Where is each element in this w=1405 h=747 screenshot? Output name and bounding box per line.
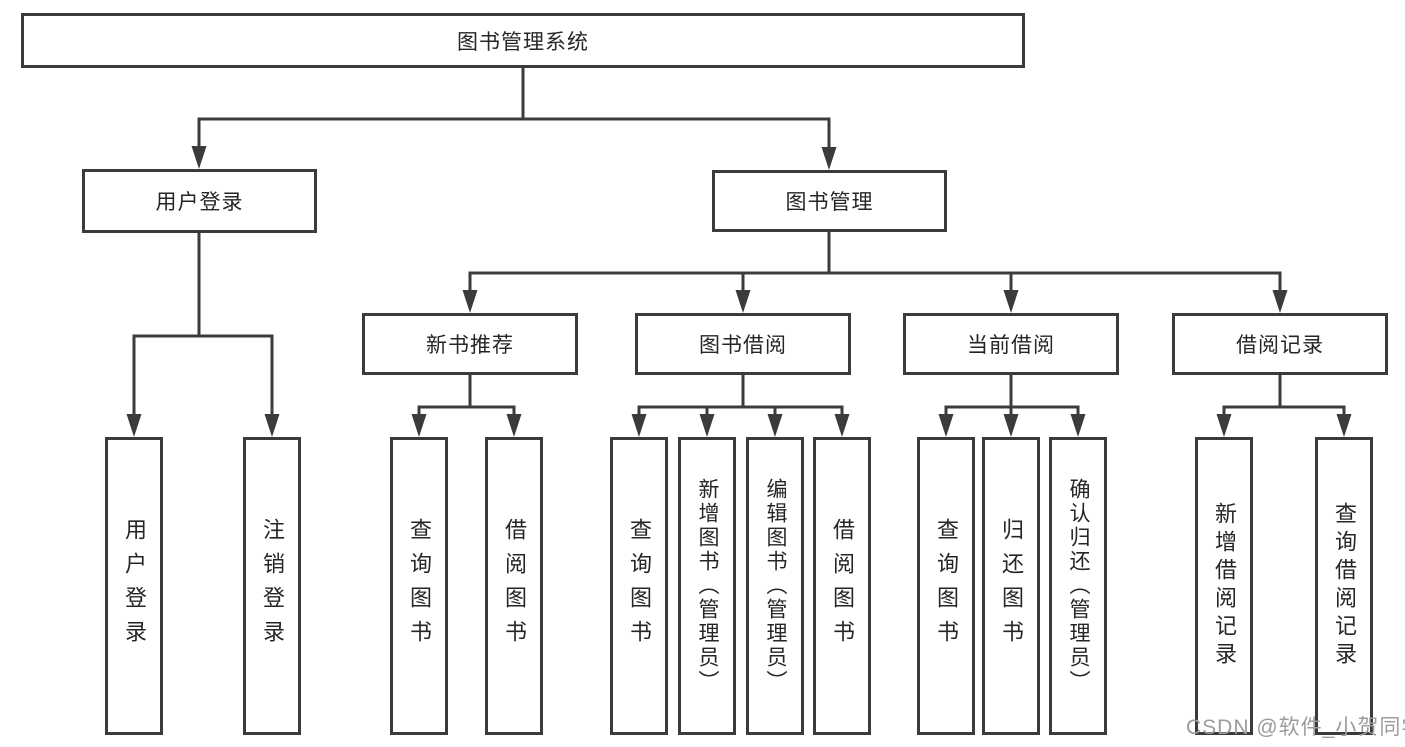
- node-confirm-return-admin: 确认归还（管理员）: [1049, 437, 1107, 735]
- node-user-login: 用户登录: [82, 169, 317, 233]
- node-borrow-records: 借阅记录: [1172, 313, 1388, 375]
- node-borrow-query-books: 查询图书: [610, 437, 668, 735]
- node-borrow-books: 借阅图书: [813, 437, 871, 735]
- node-logout: 注销登录: [243, 437, 301, 735]
- node-query-borrow-record: 查询借阅记录: [1315, 437, 1373, 735]
- node-book-borrow: 图书借阅: [635, 313, 851, 375]
- node-return-book: 归还图书: [982, 437, 1040, 735]
- node-add-book-admin: 新增图书（管理员）: [678, 437, 736, 735]
- node-root: 图书管理系统: [21, 13, 1025, 68]
- node-edit-book-admin: 编辑图书（管理员）: [746, 437, 804, 735]
- node-add-borrow-record: 新增借阅记录: [1195, 437, 1253, 735]
- arrowheads: [126, 146, 1352, 437]
- node-recommend-query-books: 查询图书: [390, 437, 448, 735]
- node-current-query-books: 查询图书: [917, 437, 975, 735]
- watermark: CSDN @软件_小贺同学: [1186, 716, 1405, 739]
- node-new-book-recommend: 新书推荐: [362, 313, 578, 375]
- node-current-borrow: 当前借阅: [903, 313, 1119, 375]
- node-recommend-borrow-books: 借阅图书: [485, 437, 543, 735]
- node-book-management: 图书管理: [712, 170, 947, 232]
- node-login: 用户登录: [105, 437, 163, 735]
